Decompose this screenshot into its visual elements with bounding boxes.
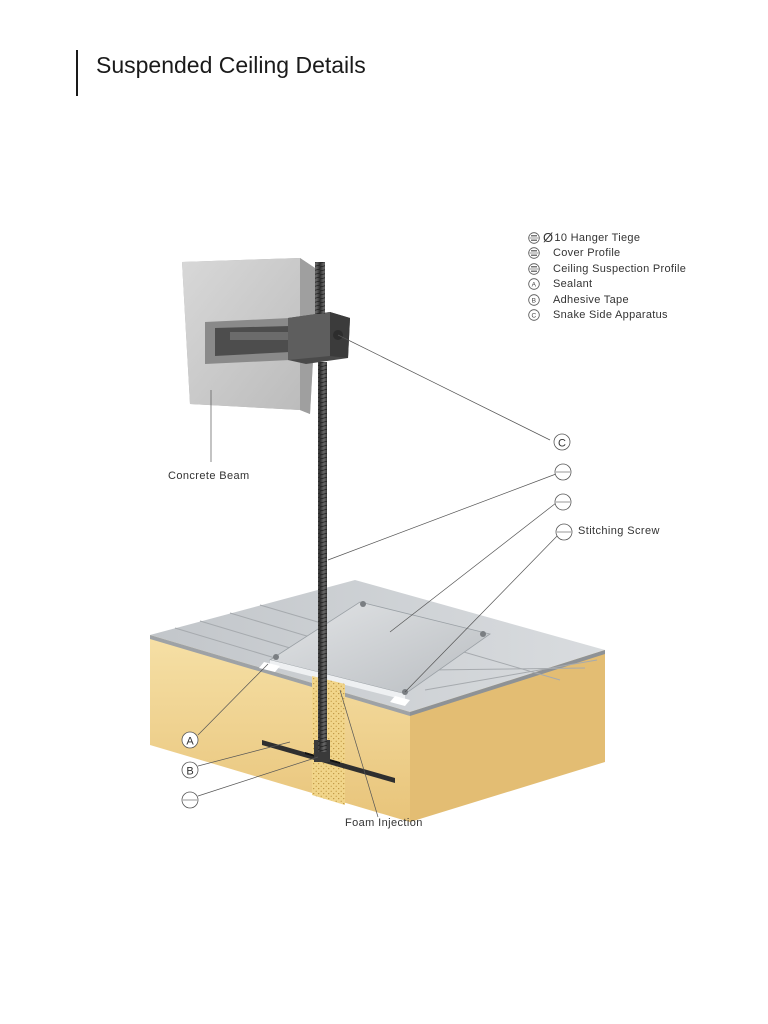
hanger-rod (318, 362, 327, 752)
diameter-symbol: Ø (543, 230, 554, 246)
legend-item-sealant: A Sealant (528, 277, 686, 293)
concrete-beam (182, 258, 318, 414)
foam-injection-label: Foam Injection (345, 817, 423, 829)
profile-symbol-icon (528, 263, 540, 275)
marker-profile-1 (554, 463, 572, 481)
letter-a-circle-icon: A (528, 278, 540, 290)
legend-item-ceiling-profile: Ceiling Suspection Profile (528, 261, 686, 277)
marker-c-label: C (558, 438, 566, 450)
legend-label: Snake Side Apparatus (553, 309, 668, 322)
marker-b-label: B (186, 766, 193, 778)
marker-profile-2 (554, 493, 572, 511)
legend-label: 10 Hanger Tiege (554, 231, 641, 244)
legend-label: Cover Profile (553, 247, 621, 260)
marker-a-label: A (186, 736, 194, 748)
svg-text:B: B (532, 297, 537, 304)
letter-b-circle-icon: B (528, 294, 540, 306)
page-title: Suspended Ceiling Details (96, 52, 366, 78)
marker-a (181, 731, 199, 749)
legend: Ø 10 Hanger Tiege Cover Profile Ceiling … (528, 230, 686, 323)
svg-text:A: A (532, 282, 537, 289)
concrete-beam-label: Concrete Beam (168, 470, 250, 482)
legend-label: Ceiling Suspection Profile (553, 262, 687, 275)
legend-label: Adhesive Tape (553, 293, 629, 306)
marker-profile-4 (181, 791, 199, 809)
stitching-screw-label: Stitching Screw (578, 525, 660, 537)
hanger-clamp (288, 312, 350, 364)
marker-b (181, 761, 199, 779)
legend-item-hanger: Ø 10 Hanger Tiege (528, 230, 686, 246)
sandwich-panel (150, 580, 605, 822)
marker-profile-3 (555, 523, 573, 541)
profile-symbol-icon (528, 232, 540, 244)
title-accent-bar (76, 50, 78, 96)
legend-item-cover-profile: Cover Profile (528, 246, 686, 262)
svg-text:C: C (532, 313, 537, 320)
letter-c-circle-icon: C (528, 309, 540, 321)
profile-symbol-icon (528, 247, 540, 259)
marker-c (553, 433, 571, 451)
legend-item-snake-side: C Snake Side Apparatus (528, 308, 686, 324)
legend-label: Sealant (553, 278, 593, 291)
legend-item-adhesive-tape: B Adhesive Tape (528, 292, 686, 308)
